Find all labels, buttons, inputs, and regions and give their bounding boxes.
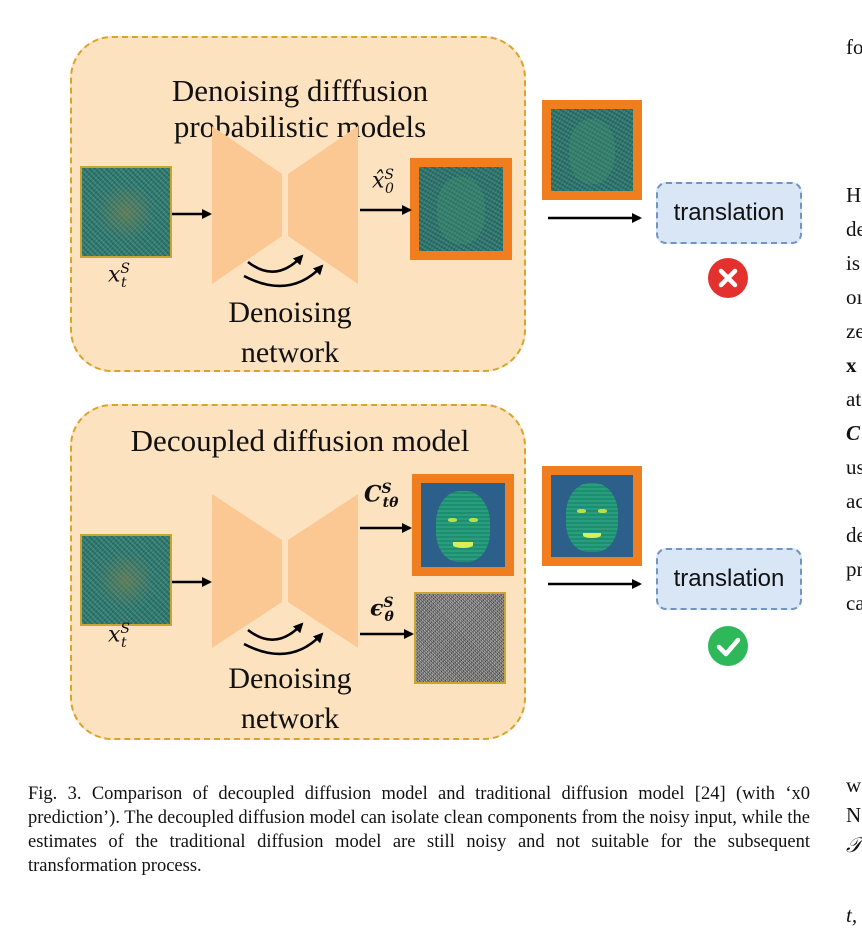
bottom-loop-arrow-2 (243, 632, 324, 656)
decoupled-title: Decoupled diffusion model (130, 423, 470, 458)
check-icon (708, 626, 748, 666)
bottom-translation-box: translation (656, 548, 802, 610)
clean-component-label: CStθ (364, 481, 399, 511)
side-fragment: t, (846, 903, 858, 927)
side-fragment: fo (846, 35, 862, 59)
bottom-translated-image (542, 466, 642, 566)
side-fragment: is (846, 251, 861, 275)
ddpm-title-line1: Denoising difffusion (171, 73, 429, 108)
side-fragment: de (846, 217, 862, 241)
side-fragment: 𝒯 (846, 833, 862, 857)
bottom-loop-arrow-1 (247, 622, 304, 641)
noise-component-image (414, 592, 506, 684)
top-translation-box: translation (656, 182, 802, 244)
bottom-decoder-shape (288, 494, 358, 648)
figure-caption: Fig. 3. Comparison of decoupled diffusio… (28, 784, 810, 876)
top-output-image (410, 158, 512, 260)
top-translated-image (542, 100, 642, 200)
side-fragment: pr (846, 557, 862, 581)
noise-component-label: ϵSθ (370, 595, 394, 625)
side-fragment: w (846, 773, 862, 797)
side-fragment: us (846, 455, 862, 479)
diagram-overlay (172, 126, 642, 656)
top-noisy-input-image (80, 166, 172, 258)
bottom-input-label: xSt (108, 621, 131, 651)
side-fragment: ze (846, 319, 862, 343)
top-input-label: xSt (108, 261, 131, 291)
bottom-noisy-input-image (80, 534, 172, 626)
side-fragment: x (846, 353, 857, 377)
top-network-label-line1: Denoising (228, 296, 352, 329)
side-fragment: oı (846, 285, 862, 309)
cross-icon (708, 258, 748, 298)
top-decoder-shape (288, 126, 358, 284)
top-network-label-line2: network (240, 336, 340, 369)
side-fragment: ac (846, 489, 862, 513)
side-fragment: at (846, 387, 862, 411)
top-encoder-shape (212, 126, 282, 284)
bottom-encoder-shape (212, 494, 282, 648)
top-loop-arrow-1 (247, 254, 304, 273)
top-output-label: x̂S0 (372, 167, 395, 197)
bottom-network-label-line1: Denoising (228, 662, 352, 695)
side-fragment: ca (846, 591, 862, 615)
side-fragment: C (846, 421, 861, 445)
bottom-network-label-line2: network (240, 702, 340, 735)
side-fragment: N (846, 803, 862, 827)
top-loop-arrow-2 (243, 264, 324, 288)
clean-component-image (412, 474, 514, 576)
side-fragment: de (846, 523, 862, 547)
side-fragment: H (846, 183, 862, 207)
